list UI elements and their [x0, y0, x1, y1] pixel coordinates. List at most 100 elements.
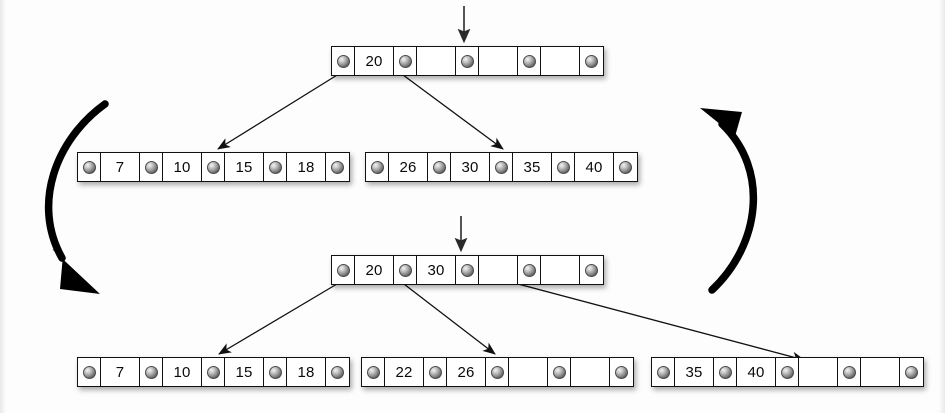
pointer-dot-icon	[522, 54, 536, 68]
key-cell: 20	[355, 256, 394, 284]
key-value: 7	[115, 158, 125, 176]
btree-node-root-before: 20	[331, 46, 604, 76]
pointer-cell	[518, 47, 541, 75]
pointer-cell	[394, 256, 417, 284]
pointer-dot-icon	[432, 160, 446, 174]
pointer-dot-icon	[82, 160, 96, 174]
empty-cell	[509, 358, 548, 386]
pointer-cell	[362, 358, 385, 386]
pointer-cell	[490, 153, 513, 181]
empty-cell	[541, 47, 580, 75]
empty-cell	[479, 47, 518, 75]
key-cell: 18	[287, 358, 326, 386]
child-link-root-to-right-before	[398, 71, 504, 150]
key-value: 30	[461, 158, 479, 176]
key-cell: 20	[355, 47, 394, 75]
key-value: 10	[173, 363, 191, 381]
pointer-dot-icon	[460, 263, 474, 277]
pointer-dot-icon	[552, 365, 566, 379]
pointer-cell	[264, 358, 287, 386]
pointer-dot-icon	[331, 160, 344, 174]
btree-node-leaf-after-right: 35 40	[651, 357, 924, 387]
key-value: 20	[365, 52, 383, 70]
key-cell: 40	[737, 358, 776, 386]
key-cell: 35	[675, 358, 714, 386]
pointer-cell	[548, 358, 571, 386]
key-value: 15	[235, 363, 253, 381]
pointer-dot-icon	[585, 54, 598, 68]
pointer-cell	[776, 358, 799, 386]
pointer-dot-icon	[331, 365, 344, 379]
pointer-cell	[332, 47, 355, 75]
pointer-cell	[264, 153, 287, 181]
key-cell: 18	[287, 153, 326, 181]
left-flow-arrow-icon	[44, 100, 109, 294]
empty-cell	[799, 358, 838, 386]
pointer-dot-icon	[398, 54, 412, 68]
pointer-dot-icon	[370, 160, 384, 174]
right-flow-arrow-icon	[700, 108, 758, 294]
pointer-cell	[366, 153, 389, 181]
pointer-dot-icon	[490, 365, 504, 379]
pointer-cell	[140, 153, 163, 181]
pointer-dot-icon	[428, 365, 442, 379]
pointer-cell	[486, 358, 509, 386]
key-cell: 22	[385, 358, 424, 386]
pointer-dot-icon	[206, 160, 220, 174]
pointer-dot-icon	[656, 365, 670, 379]
pointer-cell	[332, 256, 355, 284]
btree-node-leaf-before-left: 7 10 15 18	[77, 152, 350, 182]
key-cell: 26	[447, 358, 486, 386]
key-value: 15	[235, 158, 253, 176]
key-cell: 7	[101, 153, 140, 181]
empty-cell	[571, 358, 610, 386]
pointer-dot-icon	[144, 160, 158, 174]
pointer-dot-icon	[718, 365, 732, 379]
pointer-dot-icon	[619, 160, 632, 174]
pointer-dot-icon	[82, 365, 96, 379]
key-value: 26	[399, 158, 417, 176]
key-cell: 40	[575, 153, 614, 181]
key-value: 40	[747, 363, 765, 381]
key-value: 10	[173, 158, 191, 176]
pointer-dot-icon	[842, 365, 856, 379]
pointer-cell	[202, 358, 225, 386]
pointer-dot-icon	[494, 160, 508, 174]
pointer-cell	[78, 358, 101, 386]
pointer-cell	[580, 47, 603, 75]
pointer-cell	[652, 358, 675, 386]
child-link-root-to-left-before	[217, 71, 343, 150]
btree-node-leaf-after-middle: 22 26	[361, 357, 634, 387]
empty-cell	[541, 256, 580, 284]
pointer-cell	[552, 153, 575, 181]
pointer-cell	[140, 358, 163, 386]
pointer-cell	[456, 47, 479, 75]
pointer-cell	[900, 358, 923, 386]
pointer-cell	[518, 256, 541, 284]
key-value: 26	[457, 363, 475, 381]
key-cell: 10	[163, 358, 202, 386]
pointer-cell	[424, 358, 447, 386]
pointer-cell	[326, 358, 349, 386]
pointer-dot-icon	[144, 365, 158, 379]
pointer-cell	[326, 153, 349, 181]
pointer-cell	[614, 153, 637, 181]
pointer-dot-icon	[615, 365, 628, 379]
child-link-root-to-left-after	[218, 280, 343, 355]
pointer-cell	[428, 153, 451, 181]
pointer-dot-icon	[905, 365, 918, 379]
pointer-dot-icon	[398, 263, 412, 277]
key-value: 18	[297, 363, 315, 381]
pointer-dot-icon	[336, 263, 350, 277]
pointer-dot-icon	[556, 160, 570, 174]
pointer-dot-icon	[336, 54, 350, 68]
pointer-cell	[838, 358, 861, 386]
pointer-cell	[202, 153, 225, 181]
pointer-dot-icon	[268, 365, 282, 379]
pointer-dot-icon	[780, 365, 794, 379]
pointer-dot-icon	[366, 365, 380, 379]
